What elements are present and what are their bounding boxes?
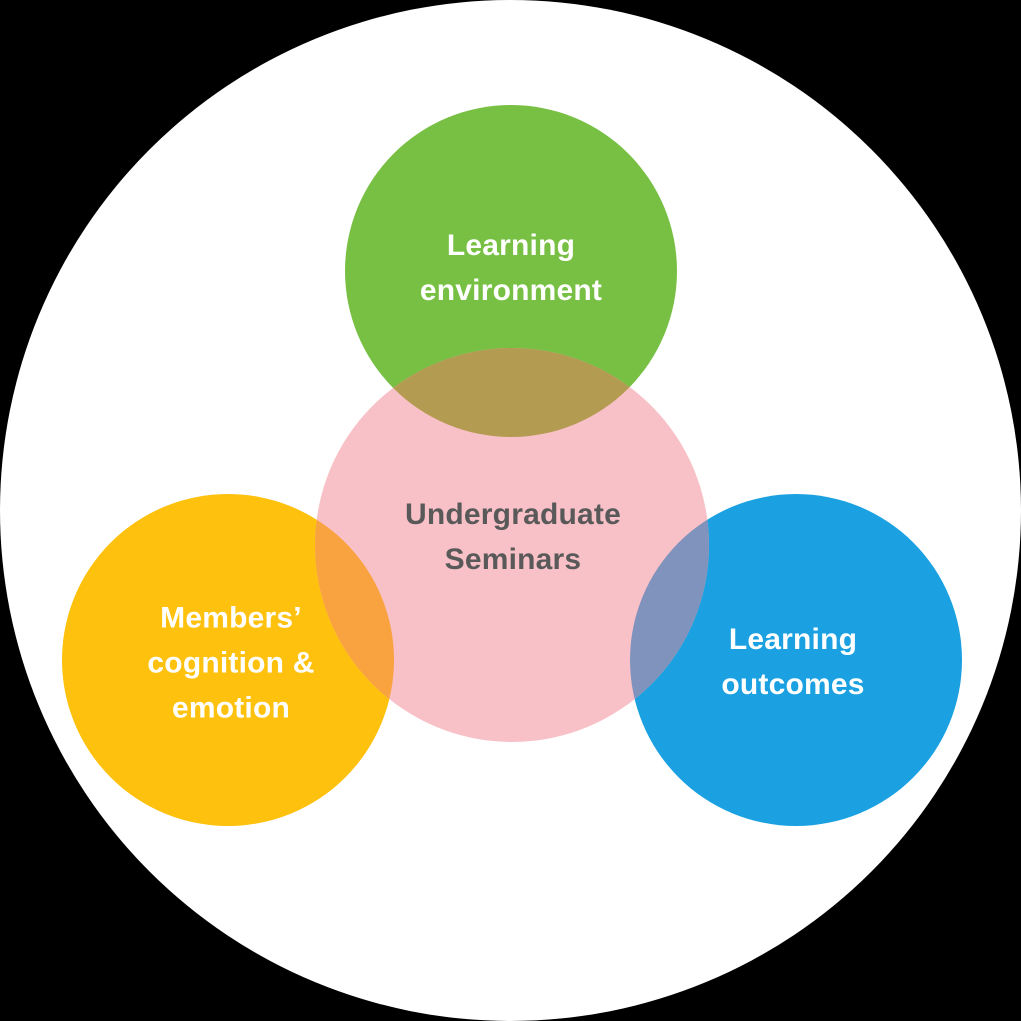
- label-line: Learning: [446, 229, 576, 262]
- label-line: Members’: [160, 601, 302, 635]
- label-line: environment: [419, 274, 603, 307]
- members-cognition-emotion-circle: [62, 494, 394, 826]
- label-line: Seminars: [444, 543, 582, 576]
- learning-outcomes-circle: [630, 494, 962, 826]
- label-line: outcomes: [721, 668, 865, 701]
- label-line: cognition &: [147, 646, 315, 680]
- learning-environment-circle: [345, 105, 677, 437]
- label-line: emotion: [171, 691, 291, 725]
- undergraduate-seminars-circle: [315, 348, 709, 742]
- members-cognition-emotion-label: Members’ cognition & emotion: [147, 596, 314, 731]
- label-line: Undergraduate: [405, 498, 621, 531]
- learning-outcomes-label: Learning outcomes: [721, 617, 864, 707]
- undergraduate-seminars-label: Undergraduate Seminars: [405, 492, 621, 582]
- learning-environment-label: Learning environment: [420, 223, 602, 313]
- label-line: Learning: [728, 623, 858, 656]
